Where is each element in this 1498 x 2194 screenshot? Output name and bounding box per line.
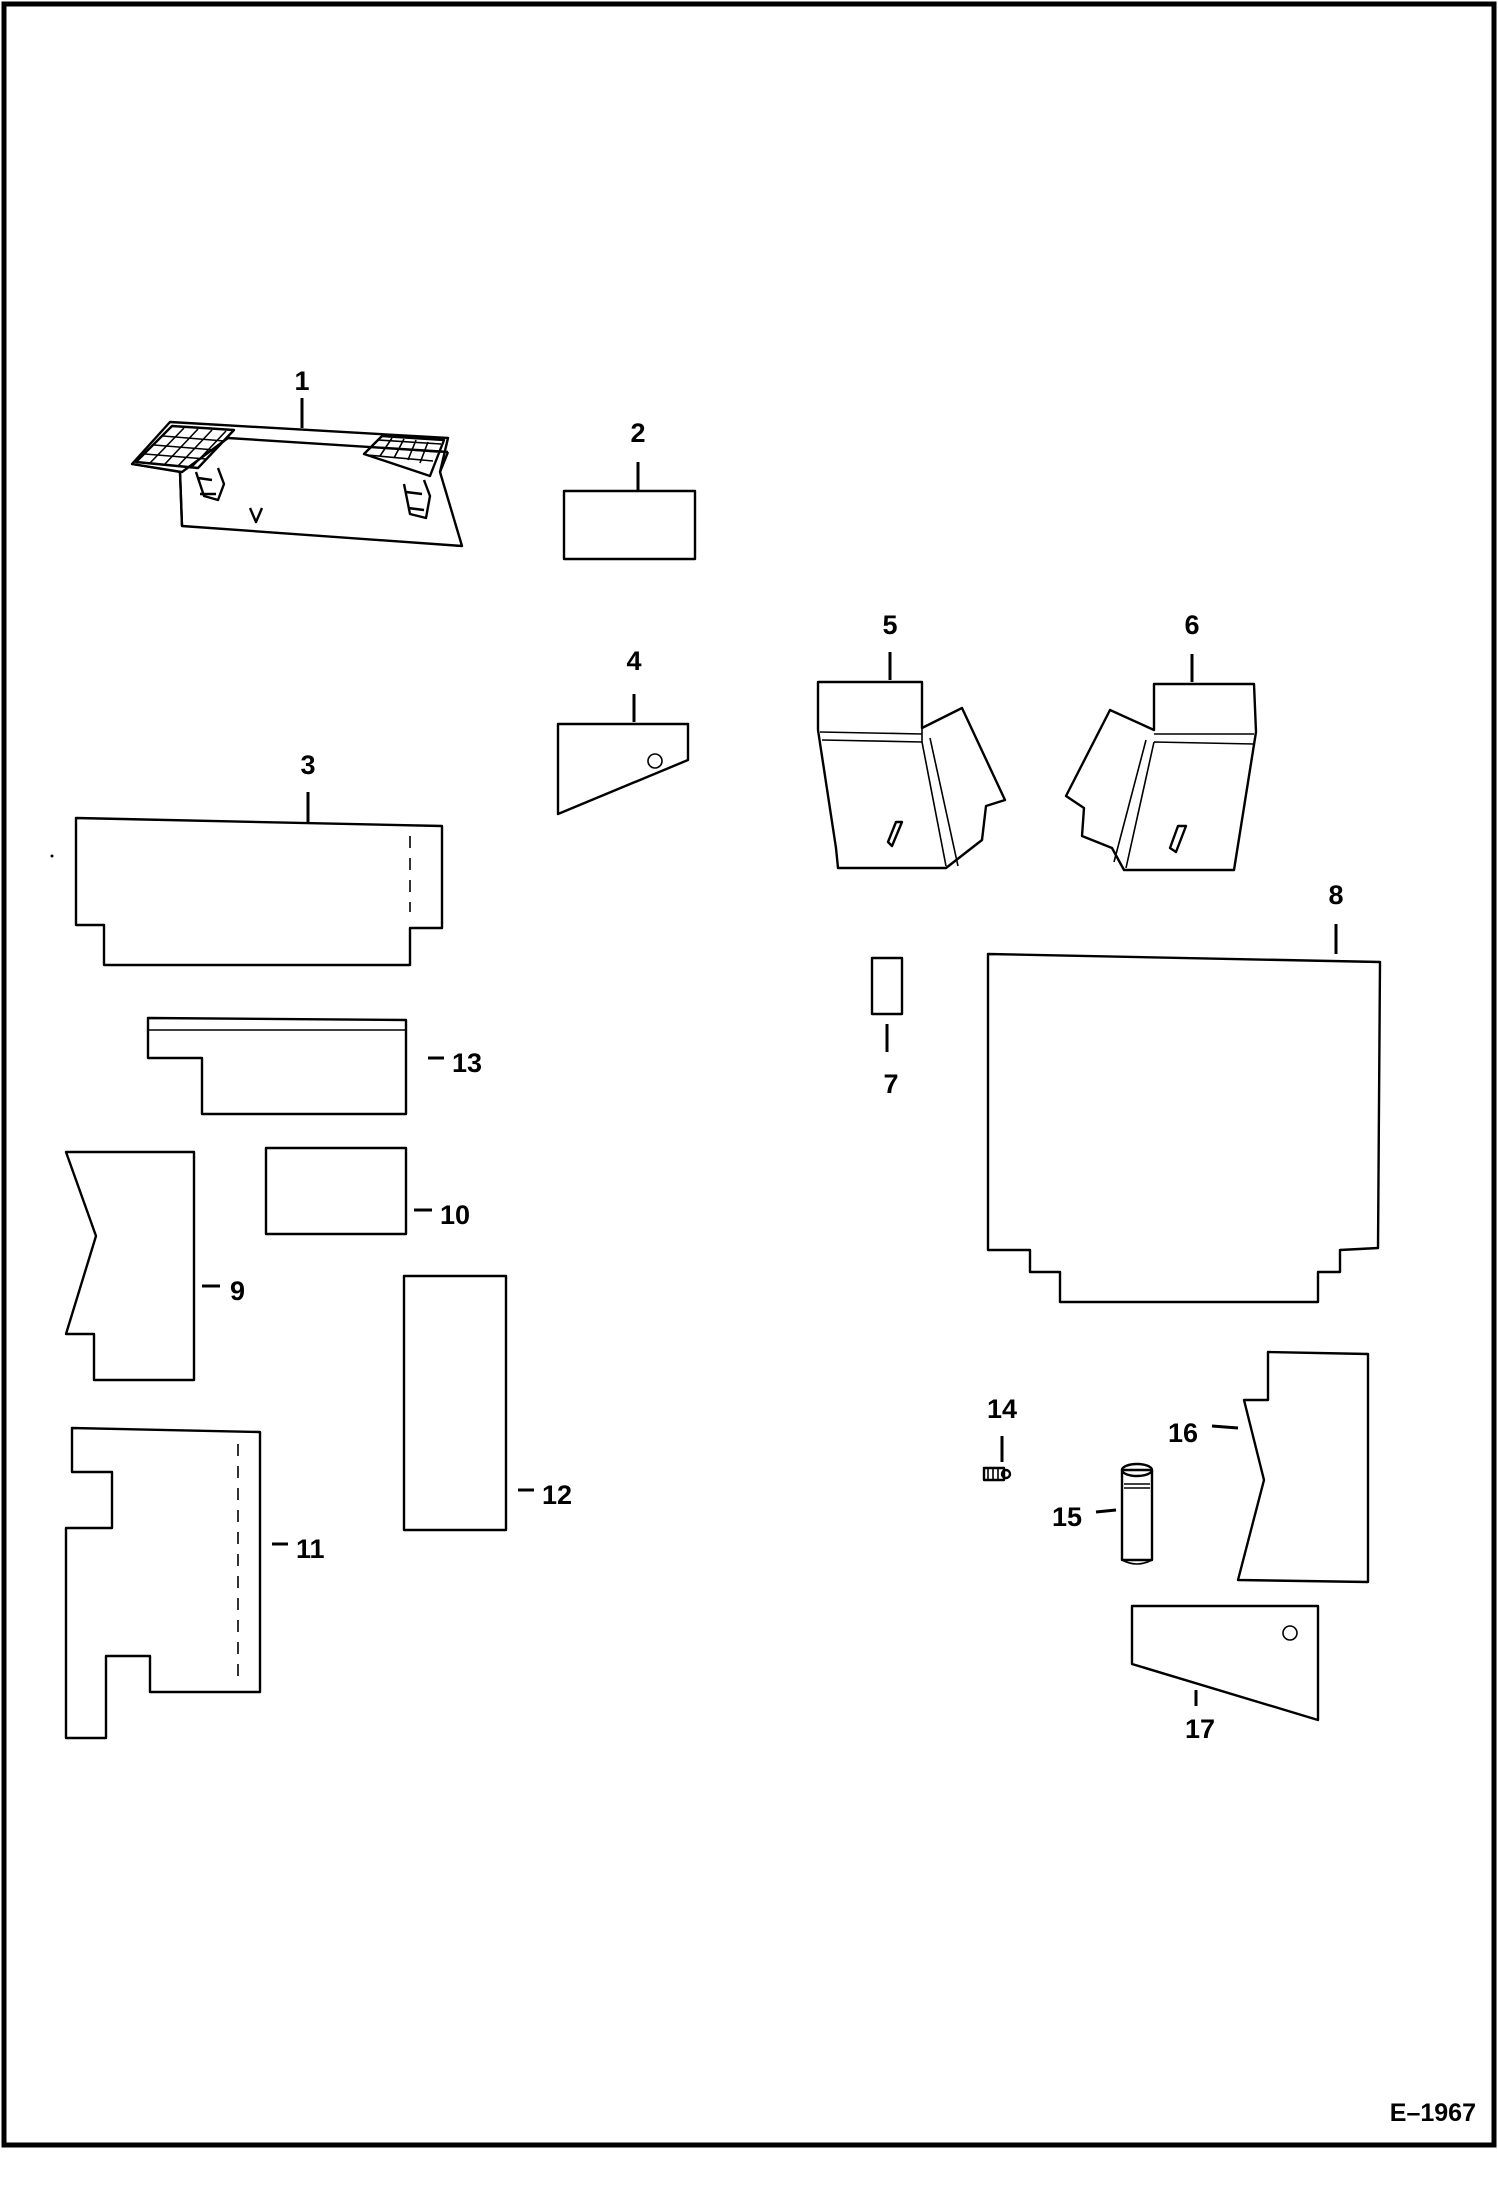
part-11-panel (64, 1426, 262, 1740)
callout-13: 13 (452, 1048, 482, 1078)
part-4-bracket (556, 722, 690, 816)
part-7-block (870, 956, 904, 1016)
part-8-large-panel (986, 952, 1382, 1304)
callout-11: 11 (296, 1534, 325, 1564)
diagram-border (1, 1, 1497, 2148)
part-16-panel (1236, 1350, 1370, 1584)
part-9-panel (64, 1150, 196, 1382)
callout-9: 9 (230, 1276, 245, 1306)
callout-1: 1 (294, 366, 309, 396)
figure-id: E–1967 (1390, 2099, 1476, 2127)
callout-6: 6 (1184, 610, 1199, 640)
callout-8: 8 (1328, 880, 1343, 910)
part-5-side-panel (816, 680, 1007, 870)
callout-10: 10 (440, 1200, 470, 1230)
part-6-side-panel (1064, 682, 1258, 872)
part-1-floor-plate (130, 420, 464, 548)
part-14-screw (982, 1466, 1012, 1482)
part-3-panel (74, 816, 444, 967)
callout-12: 12 (542, 1480, 572, 1510)
tread-grid-left (134, 424, 236, 470)
part-12-pad (402, 1274, 508, 1532)
callout-7: 7 (883, 1069, 898, 1099)
part-13-panel (146, 1016, 408, 1116)
part-17-bracket (1130, 1604, 1320, 1722)
callout-3: 3 (300, 750, 315, 780)
callout-4: 4 (626, 646, 641, 676)
callout-17: 17 (1185, 1714, 1215, 1744)
tread-grid-right (362, 434, 446, 478)
callout-15: 15 (1052, 1502, 1082, 1532)
part-2-pad (562, 489, 697, 561)
part-15-spacer (1120, 1462, 1154, 1565)
part-10-pad (264, 1146, 408, 1236)
callout-14: 14 (987, 1394, 1017, 1424)
callout-16: 16 (1168, 1418, 1198, 1448)
callout-5: 5 (882, 610, 897, 640)
callout-2: 2 (630, 418, 645, 448)
